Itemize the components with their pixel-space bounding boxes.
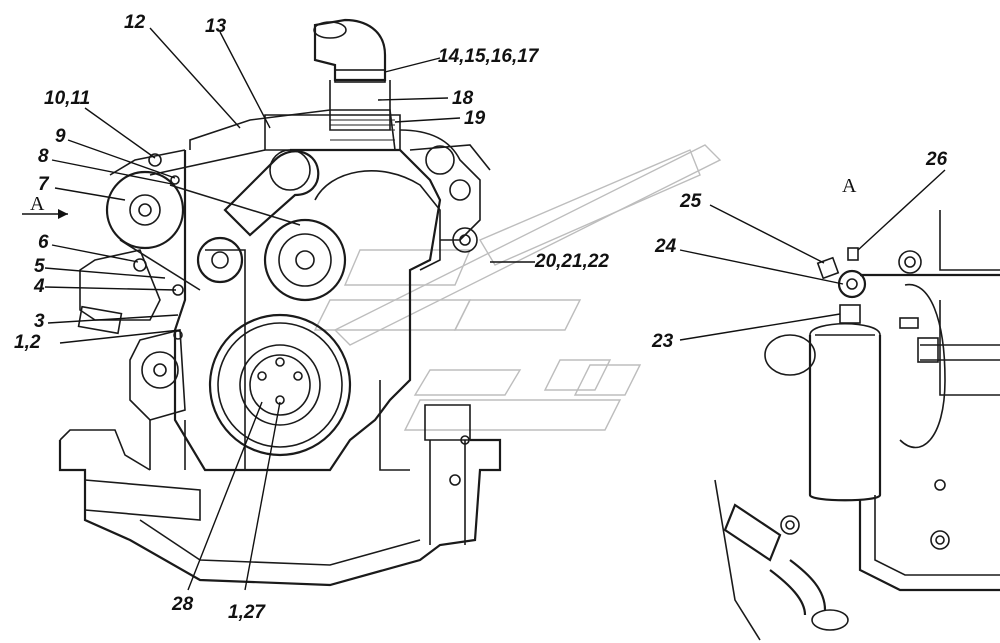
callout-25: 25: [679, 191, 702, 212]
detail-view-a: [714, 210, 1000, 641]
crankshaft-pulley: [208, 313, 352, 457]
callout-19: 19: [464, 108, 486, 129]
callout-12: 12: [124, 12, 146, 33]
callout-8: 8: [38, 146, 49, 167]
view-a-arrow-label: A: [30, 193, 45, 215]
front-accessories: [77, 149, 347, 421]
callout-13: 13: [205, 16, 227, 37]
callout-18: 18: [452, 88, 474, 109]
callout-10-11: 10,11: [44, 88, 90, 109]
callout-26: 26: [925, 149, 948, 170]
callout-23: 23: [651, 331, 674, 352]
callout-14-15-16-17: 14,15,16,17: [438, 46, 540, 67]
engine-block: [173, 109, 442, 472]
callout-28: 28: [171, 594, 194, 615]
callout-24: 24: [654, 236, 677, 257]
watermark-logo: [313, 144, 722, 431]
callout-20-21-22: 20,21,22: [534, 251, 609, 272]
callout-9: 9: [55, 126, 66, 147]
leader-lines: [22, 27, 946, 591]
callout-7: 7: [38, 174, 50, 195]
callout-1-2: 1,2: [14, 332, 41, 353]
callout-3: 3: [34, 311, 45, 332]
engine-base-frame: [58, 404, 502, 587]
callout-6: 6: [38, 232, 49, 253]
callout-1-27: 1,27: [228, 602, 266, 623]
callout-4: 4: [33, 276, 45, 297]
air-intake-assembly: [264, 18, 491, 253]
callout-labels: A A 12 13 14,15,16,17 18 19 10,11 9 8 7 …: [14, 12, 948, 623]
callout-5: 5: [34, 256, 45, 277]
detail-view-label: A: [842, 175, 857, 197]
